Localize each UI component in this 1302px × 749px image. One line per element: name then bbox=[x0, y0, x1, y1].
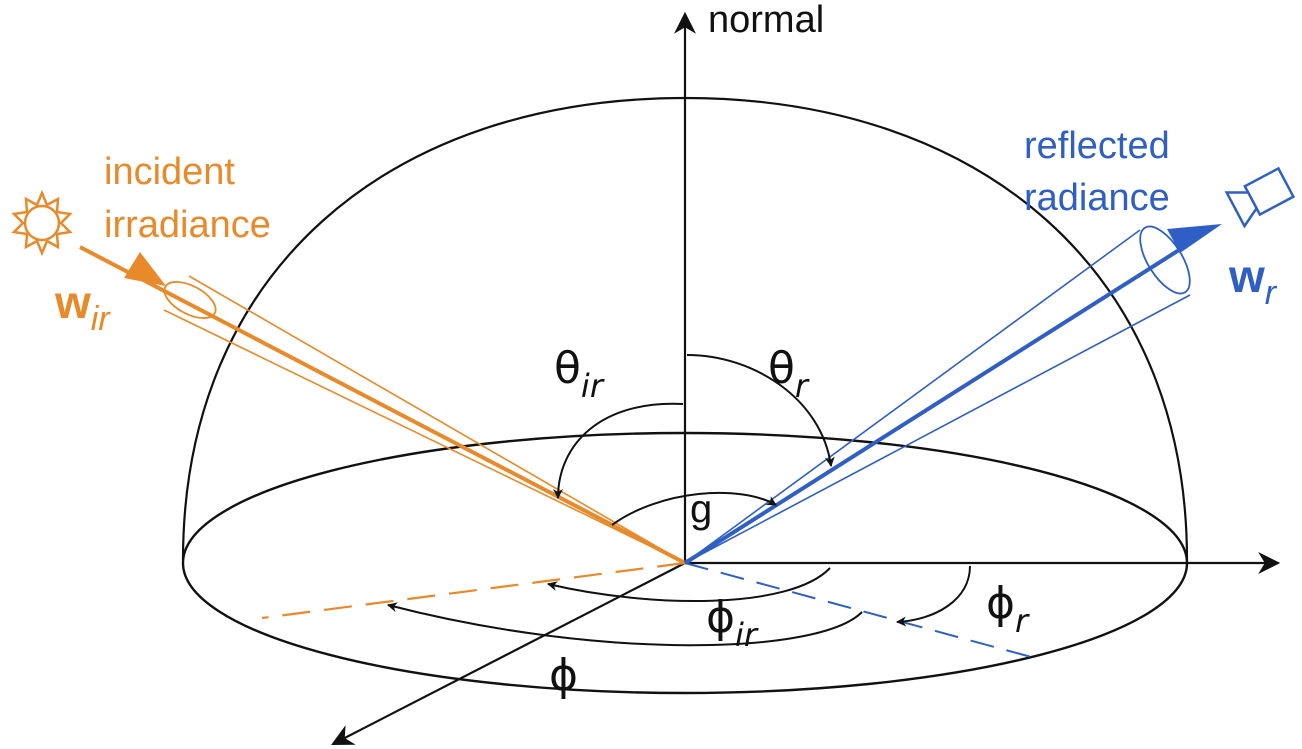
reflected-label-line1: reflected bbox=[1024, 125, 1170, 167]
front-axis bbox=[331, 562, 686, 746]
theta-ir-arc bbox=[553, 402, 684, 499]
phi-label: ϕ bbox=[549, 650, 578, 701]
phi-r-arc bbox=[896, 565, 971, 627]
phi-r-label: ϕr bbox=[986, 578, 1030, 640]
phi-ir-label: ϕir bbox=[706, 592, 759, 654]
w-ir-label: wir bbox=[54, 276, 111, 338]
theta-r-label: θr bbox=[768, 343, 810, 405]
incident-arrowhead bbox=[124, 252, 166, 286]
reflected-arrowhead bbox=[1167, 224, 1222, 253]
reflected-projection bbox=[684, 562, 1036, 659]
incident-projection bbox=[261, 561, 686, 620]
incident-cone bbox=[79, 245, 686, 565]
camera-icon bbox=[1224, 166, 1296, 229]
phi-ir-small-arc bbox=[547, 567, 831, 603]
normal-label: normal bbox=[708, 0, 824, 41]
reflected-cone bbox=[683, 225, 1200, 565]
incident-label-line1: incident bbox=[104, 151, 235, 193]
incident-label-line2: irradiance bbox=[104, 204, 271, 246]
theta-r-arc bbox=[686, 354, 835, 467]
g-label: g bbox=[690, 487, 712, 531]
theta-ir-label: θir bbox=[554, 343, 605, 405]
sun-icon bbox=[11, 189, 73, 257]
reflected-label-line2: radiance bbox=[1024, 177, 1170, 219]
w-r-label: wr bbox=[1228, 250, 1278, 312]
phi-ir-arc bbox=[387, 602, 863, 647]
g-arc bbox=[611, 491, 777, 526]
